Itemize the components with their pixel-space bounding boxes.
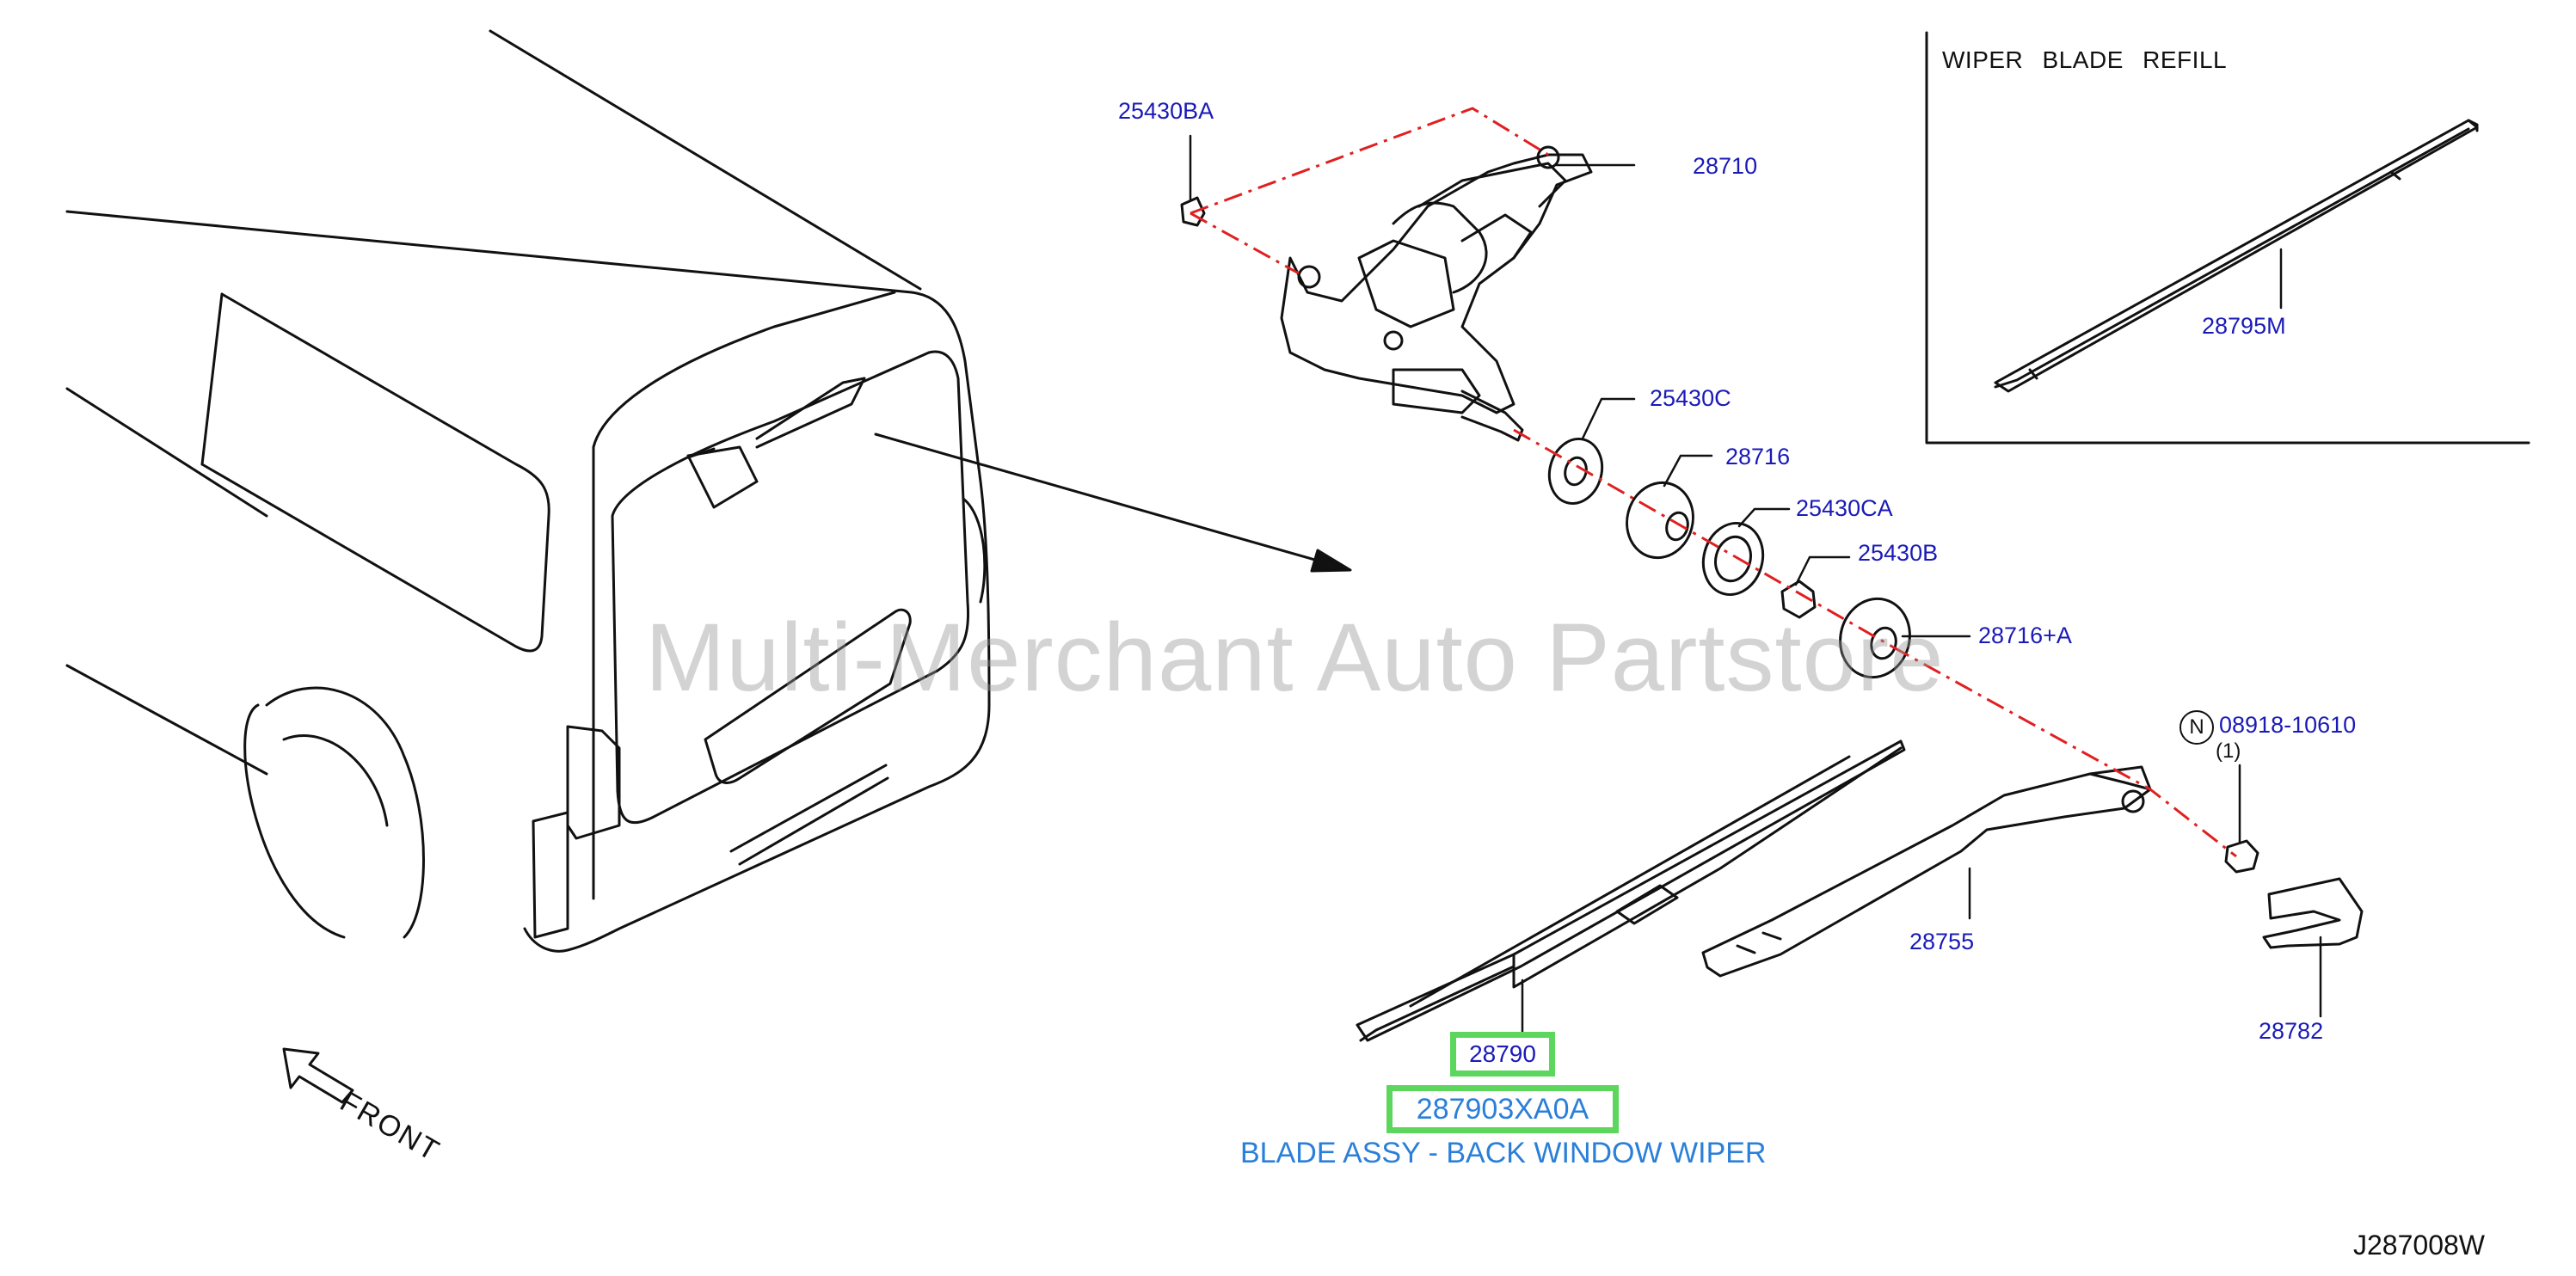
bushing-28716 bbox=[1626, 481, 1694, 560]
part-label-25430C[interactable]: 25430C bbox=[1650, 385, 1731, 411]
seal-25430CA bbox=[1701, 521, 1765, 597]
highlight-part-number: 28790 bbox=[1469, 1040, 1536, 1067]
part-label-25430B[interactable]: 25430B bbox=[1858, 540, 1939, 566]
leader-lines bbox=[1189, 134, 2322, 1034]
centerlines bbox=[1190, 107, 2237, 858]
highlight-oem-number: 287903XA0A bbox=[1416, 1093, 1589, 1126]
nut-25430B bbox=[1780, 580, 1817, 619]
highlight-oem-number-box[interactable]: 287903XA0A bbox=[1386, 1085, 1619, 1133]
part-label-08918-10610[interactable]: 08918-10610 bbox=[2219, 712, 2357, 738]
part-label-25430CA[interactable]: 25430CA bbox=[1796, 495, 1893, 521]
part-label-25430BA[interactable]: 25430BA bbox=[1118, 98, 1214, 124]
refill-strip-28795M bbox=[1994, 119, 2479, 393]
cover-28782 bbox=[2262, 877, 2364, 949]
wiper-arm-28755 bbox=[1701, 765, 2152, 978]
wiper-motor-assembly bbox=[1280, 145, 1593, 442]
inset-title: WIPER BLADE REFILL bbox=[1942, 46, 2228, 73]
washer-25430C bbox=[1547, 437, 1604, 506]
part-label-28795M[interactable]: 28795M bbox=[2202, 313, 2286, 339]
nut-marker-icon: N bbox=[2179, 710, 2214, 745]
highlight-part-number-box[interactable]: 28790 bbox=[1450, 1032, 1555, 1077]
part-label-28716[interactable]: 28716 bbox=[1725, 444, 1791, 469]
nut-quantity: (1) bbox=[2216, 739, 2241, 763]
diagram-code: J287008W bbox=[2353, 1230, 2485, 1261]
part-label-28716A[interactable]: 28716+A bbox=[1978, 623, 2072, 648]
cap-28716A bbox=[1839, 597, 1911, 679]
front-arrow-icon bbox=[282, 1047, 354, 1104]
watermark: Multi-Merchant Auto Partstore bbox=[645, 604, 1945, 711]
part-label-28782[interactable]: 28782 bbox=[2259, 1018, 2324, 1044]
part-label-28710[interactable]: 28710 bbox=[1693, 153, 1758, 179]
wiper-blade-28790 bbox=[1356, 739, 1906, 1042]
inset-box bbox=[1925, 31, 2530, 445]
highlight-description[interactable]: BLADE ASSY - BACK WINDOW WIPER bbox=[1240, 1137, 1767, 1169]
part-label-28755[interactable]: 28755 bbox=[1909, 929, 1975, 954]
zoom-leader-arrow bbox=[874, 432, 1343, 569]
nut-08918-10610 bbox=[2224, 839, 2259, 874]
van-illustration bbox=[65, 29, 991, 953]
